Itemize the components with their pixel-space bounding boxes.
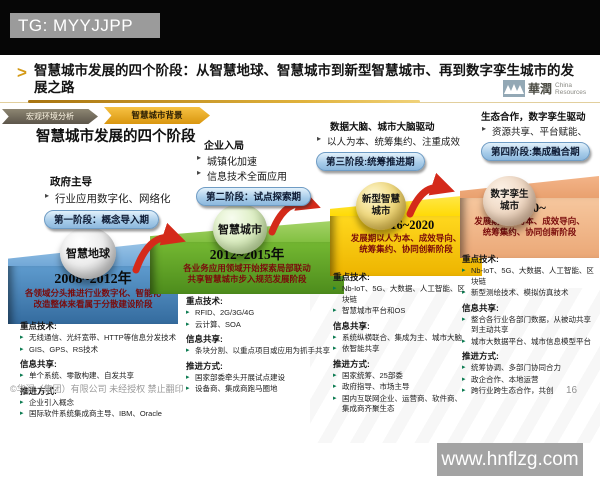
stage1-sphere-label: 智慧地球 (66, 248, 110, 260)
stage3-driver-point: 以人为本、统筹集约、注重成效 (316, 134, 481, 148)
detail-item: 新型测绘技术、模拟仿真技术 (462, 288, 595, 299)
china-resources-logo: 華潤 China Resources (503, 80, 586, 97)
stage3-band-line2: 统筹集约、协同创新阶段 (359, 244, 453, 254)
logo-mountain-icon (503, 80, 525, 97)
detail-item: 跨行业跨生态合作，共创 (462, 386, 595, 397)
stage4-sphere-label-line2: 城市 (499, 201, 519, 212)
detail-heading: 信息共享: (462, 302, 499, 313)
site-watermark: www.hnflzg.com (437, 443, 583, 476)
stage2-band-line1: 各业务应用领域开始探索局部联动 (183, 263, 311, 273)
detail-item: 智慧城市平台和OS (333, 306, 465, 317)
stage2-driver-point: 城镇化加速 (196, 153, 346, 168)
detail-item: 无线通信、光纤宽带、HTTP等信息分发技术 (20, 333, 188, 344)
detail-heading: 重点技术: (333, 272, 370, 282)
stage1-band: 各领域分头推进行业数字化、智能化 改造整体来看属于分散建设阶段 (8, 288, 178, 310)
stage3-platform-front: 2016~2020 发展期以人为本、成效导向、 统筹集约、协同创新阶段 (330, 216, 482, 276)
stage4-sphere-label-line1: 数字孪生 (490, 189, 529, 200)
logo-en-text: China Resources (555, 82, 586, 96)
detail-item: 依智能共享 (333, 344, 465, 355)
stage3-sphere: 新型智慧 城市 (356, 182, 406, 230)
stage1-badge: 第一阶段：概念导入期 (44, 210, 160, 229)
stage4-badge: 第四阶段:集成融合期 (481, 142, 590, 161)
stage4-band: 发展期以人为本、成效导向、 统筹集约、协同创新阶段 (460, 216, 599, 238)
tab-smart-city-background[interactable]: 智慧城市背景 (104, 107, 210, 124)
stage2-sphere: 智慧城市 (213, 204, 267, 254)
stage1-driver-title: 政府主导 (50, 176, 92, 188)
stage3-platform: 2016~2020 发展期以人为本、成效导向、 统筹集约、协同创新阶段 (330, 194, 482, 276)
detail-heading: 信息共享: (333, 320, 370, 331)
stage3-sphere-label-line2: 城市 (371, 206, 391, 217)
stage3-details: 重点技术: Nb-IoT、5G、大数据、人工智能、区块链 智慧城市平台和OS 信… (333, 268, 465, 416)
stage1-details: 重点技术: 无线通信、光纤宽带、HTTP等信息分发技术 GIS、GPS、RS技术… (20, 317, 188, 421)
title-chevron-icon: > (17, 63, 27, 82)
page-number: 16 (566, 385, 578, 396)
detail-heading: 信息共享: (186, 334, 223, 344)
detail-item: 国家部委牵头开展试点建设 (186, 373, 338, 384)
stage2-details: 重点技术: RFID、2G/3G/4G 云计算、SOA 信息共享: 条块分割、以… (186, 292, 338, 396)
detail-item: 政企合作、本地运营 (462, 375, 595, 386)
detail-item: 政府指导、市场主导 (333, 382, 465, 393)
detail-item: 国家统筹、25部委 (333, 371, 465, 382)
detail-item: 国际软件系统集成商主导、IBM、Oracle (20, 409, 188, 420)
tab-macro-environment[interactable]: 宏观环境分析 (2, 109, 98, 124)
copyright-watermark: ©华润（集团）有限公司 未经授权 禁止翻印 (10, 384, 184, 394)
stage3-driver-group: 数据大脑、城市大脑驱动 以人为本、统筹集约、注重成效 第三阶段:统筹推进期 (316, 119, 481, 171)
stage3-band: 发展期以人为本、成效导向、 统筹集约、协同创新阶段 (330, 233, 482, 255)
detail-item: 系统纵横联合、集成为主、城市大脑 (333, 333, 465, 344)
detail-item: Nb-IoT、5G、大数据、人工智能、区块链 (462, 266, 595, 287)
stage1-driver-group: 政府主导 行业应用数字化、网络化 第一阶段：概念导入期 (44, 174, 204, 229)
detail-heading: 推进方式: (462, 351, 499, 361)
stage1-driver-point: 行业应用数字化、网络化 (44, 191, 204, 206)
stage3-sphere-label-line1: 新型智慧 (361, 194, 400, 205)
detail-item: 城市大数据平台、城市信息模型平台 (462, 337, 595, 348)
detail-heading: 推进方式: (186, 360, 223, 371)
stage2-driver-title: 企业入局 (204, 141, 244, 152)
detail-heading: 信息共享: (20, 359, 57, 369)
stage3-badge: 第三阶段:统筹推进期 (316, 152, 425, 171)
detail-heading: 重点技术: (462, 254, 499, 264)
detail-item: Nb-IoT、5G、大数据、人工智能、区块链 (333, 284, 465, 305)
stage4-details: 重点技术: Nb-IoT、5G、大数据、人工智能、区块链 新型测绘技术、模拟仿真… (462, 250, 595, 398)
stage2-badge: 第二阶段：试点探索期 (196, 187, 312, 206)
title-divider-gold (28, 100, 420, 103)
tg-overlay-badge: TG: MYYJJPP (10, 13, 160, 38)
stage4-band-line1: 发展期以人为本、成效导向、 (474, 216, 585, 226)
stage2-band: 各业务应用领域开始探索局部联动 共享智慧城市步入规范发展阶段 (150, 263, 344, 285)
stage1-sphere: 智慧地球 (60, 227, 116, 279)
detail-heading: 重点技术: (186, 296, 223, 306)
detail-item: 设备商、集成商跑马圈地 (186, 384, 338, 395)
stage4-band-line2: 统筹集约、协同创新阶段 (482, 227, 577, 237)
top-black-bar: TG: MYYJJPP (0, 0, 600, 55)
stage1-band-line2: 改造整体来看属于分散建设阶段 (33, 299, 153, 309)
slide-title: 智慧城市发展的四个阶段：从智慧地球、智慧城市到新型智慧城市、再到数字孪生城市的发… (34, 63, 574, 95)
detail-item: 条块分割、以重点项目或应用为抓手共享 (186, 346, 338, 357)
stage3-band-line1: 发展期以人为本、成效导向、 (350, 233, 462, 243)
logo-cn-text: 華潤 (528, 82, 553, 96)
detail-heading: 推进方式: (333, 358, 370, 369)
stage2-driver-point: 信息技术全面应用 (196, 168, 346, 183)
logo-en-line1: China (555, 81, 572, 89)
detail-item: 单个系统、零散构建、自发共享 (20, 371, 188, 382)
stage4-driver-point: 资源共享、平台赋能、 (481, 124, 599, 138)
stage2-sphere-label: 智慧城市 (218, 224, 262, 236)
detail-heading: 推进方式: (20, 385, 57, 396)
detail-item: GIS、GPS、RS技术 (20, 345, 188, 356)
detail-item: 统筹协调、多部门协同合力 (462, 363, 595, 374)
stage4-driver-title: 生态合作，数字孪生驱动 (481, 112, 586, 123)
stage4-driver-group: 生态合作，数字孪生驱动 资源共享、平台赋能、 第四阶段:集成融合期 (481, 109, 599, 161)
detail-heading: 重点技术: (20, 321, 57, 331)
stage3-driver-title: 数据大脑、城市大脑驱动 (330, 122, 435, 133)
detail-item: 整合各行业各部门数据，从被动共享到主动共享 (462, 315, 595, 336)
stage2-driver-group: 企业入局 城镇化加速 信息技术全面应用 第二阶段：试点探索期 (196, 137, 346, 206)
stage1-band-line1: 各领域分头推进行业数字化、智能化 (24, 288, 161, 298)
detail-item: 云计算、SOA (186, 320, 338, 331)
logo-en-line2: Resources (555, 88, 587, 96)
detail-item: RFID、2G/3G/4G (186, 308, 338, 319)
stage2-band-line2: 共享智慧城市步入规范发展阶段 (187, 274, 307, 284)
detail-item: 国内互联网企业、运营商、软件商、集成商齐聚生态 (333, 394, 465, 415)
stage4-sphere: 数字孪生 城市 (483, 176, 536, 226)
section-heading: 智慧城市发展的四个阶段 (36, 129, 196, 145)
detail-item: 企业引入概念 (20, 398, 188, 409)
